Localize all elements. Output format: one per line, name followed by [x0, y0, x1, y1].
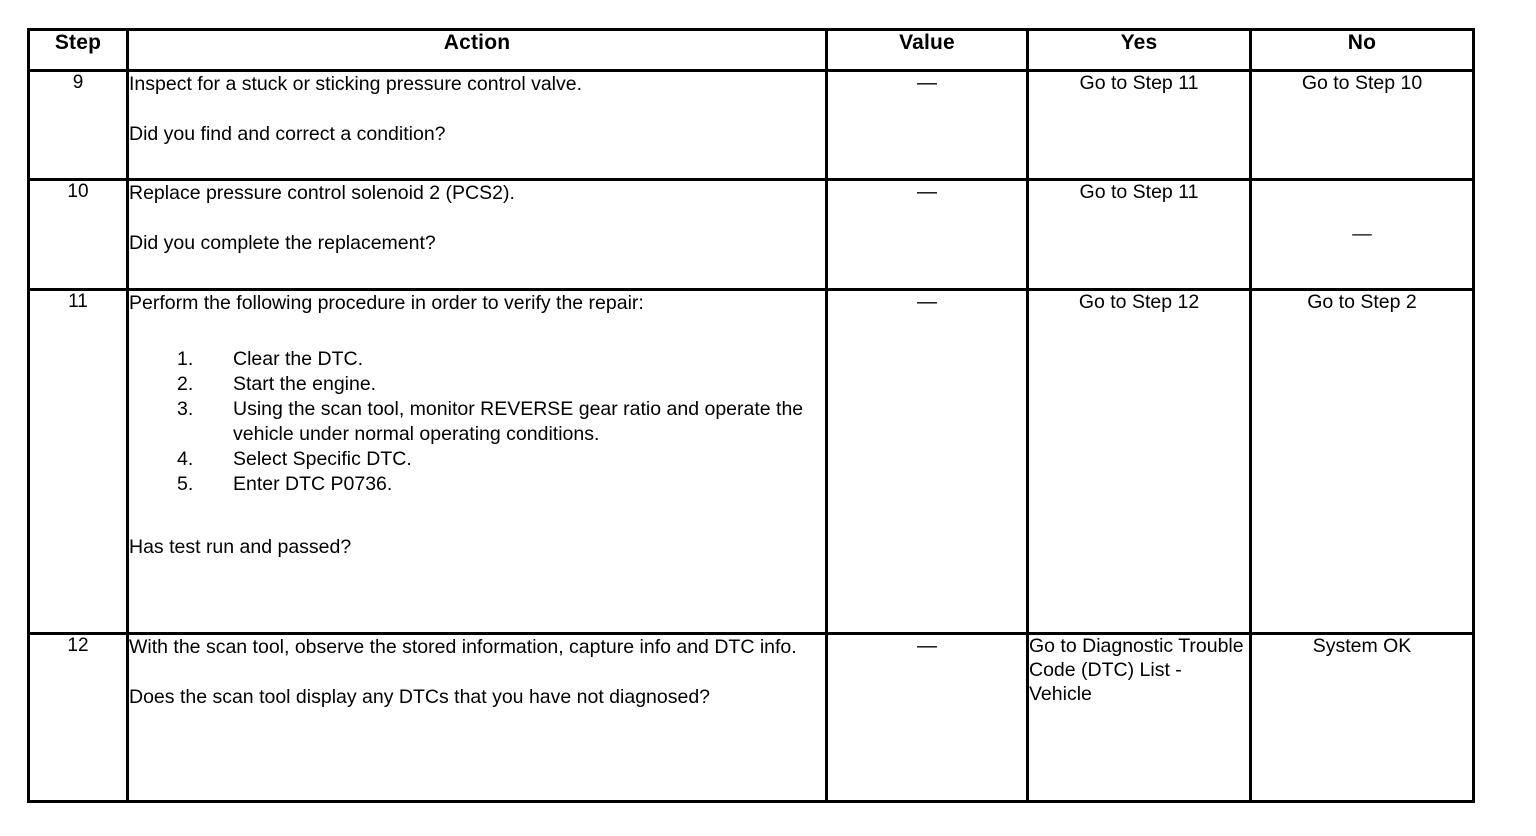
step-no-action: Go to Step 10: [1249, 69, 1475, 181]
action-question-text: Did you complete the replacement?: [129, 232, 436, 255]
action-lead-text: Inspect for a stuck or sticking pressure…: [129, 73, 583, 95]
value-dash: —: [917, 181, 937, 203]
spacer: [129, 659, 825, 685]
diagnostic-steps-table: Step Action Value Yes No 9 Inspect for a…: [27, 28, 1475, 803]
value-dash: —: [917, 291, 937, 313]
list-item-text: Start the engine.: [233, 373, 377, 396]
table-row: 10 Replace pressure control solenoid 2 (…: [27, 178, 1475, 291]
list-item-text: Clear the DTC.: [233, 348, 364, 371]
list-item: 5. Enter DTC P0736.: [129, 472, 825, 497]
list-item: 4. Select Specific DTC.: [129, 447, 825, 472]
list-item-number: 2.: [177, 373, 194, 396]
value-dash: —: [917, 635, 937, 657]
spacer: [129, 205, 825, 231]
step-value: —: [825, 632, 1029, 803]
step-action: Replace pressure control solenoid 2 (PCS…: [126, 178, 828, 291]
step-action: Perform the following procedure in order…: [126, 288, 828, 635]
step-yes-action: Go to Diagnostic Trouble Code (DTC) List…: [1026, 632, 1252, 803]
step-yes-action: Go to Step 12: [1026, 288, 1252, 635]
table-row: 9 Inspect for a stuck or sticking pressu…: [27, 69, 1475, 181]
list-item: 3. Using the scan tool, monitor REVERSE …: [129, 397, 825, 447]
column-header-step: Step: [27, 28, 129, 72]
step-number: 11: [27, 288, 129, 635]
step-no-action: Go to Step 2: [1249, 288, 1475, 635]
table-header-row: Step Action Value Yes No: [27, 28, 1475, 72]
action-lead-text: Replace pressure control solenoid 2 (PCS…: [129, 182, 515, 204]
action-lead-text: With the scan tool, observe the stored i…: [129, 636, 797, 658]
list-item-number: 5.: [177, 473, 194, 496]
list-item-text: Using the scan tool, monitor REVERSE gea…: [233, 398, 804, 446]
step-yes-action: Go to Step 11: [1026, 178, 1252, 291]
spacer: [129, 96, 825, 122]
step-yes-action: Go to Step 11: [1026, 69, 1252, 181]
procedure-list: 1. Clear the DTC. 2. Start the engine. 3…: [129, 347, 825, 497]
step-value: —: [825, 288, 1029, 635]
step-value: —: [825, 69, 1029, 181]
step-number: 9: [27, 69, 129, 181]
list-item-number: 4.: [177, 448, 194, 471]
action-lead-text: Perform the following procedure in order…: [129, 292, 644, 314]
list-item: 2. Start the engine.: [129, 372, 825, 397]
list-item-number: 3.: [177, 398, 194, 421]
step-number: 10: [27, 178, 129, 291]
action-question-text: Has test run and passed?: [129, 536, 352, 559]
spacer: [129, 497, 825, 535]
step-no-action: —: [1249, 178, 1475, 291]
action-question-text: Does the scan tool display any DTCs that…: [129, 686, 711, 709]
table-row: 12 With the scan tool, observe the store…: [27, 632, 1475, 803]
step-action: Inspect for a stuck or sticking pressure…: [126, 69, 828, 181]
list-item-text: Select Specific DTC.: [233, 448, 412, 471]
step-no-action: System OK: [1249, 632, 1475, 803]
column-header-yes: Yes: [1026, 28, 1252, 72]
value-dash: —: [917, 72, 937, 94]
table-row: 11 Perform the following procedure in or…: [27, 288, 1475, 635]
step-number: 12: [27, 632, 129, 803]
column-header-no: No: [1249, 28, 1475, 72]
list-item-number: 1.: [177, 348, 194, 371]
action-question-text: Did you find and correct a condition?: [129, 123, 446, 146]
spacer: [129, 315, 825, 347]
step-action: With the scan tool, observe the stored i…: [126, 632, 828, 803]
column-header-value: Value: [825, 28, 1029, 72]
column-header-action: Action: [126, 28, 828, 72]
list-item-text: Enter DTC P0736.: [233, 473, 393, 496]
list-item: 1. Clear the DTC.: [129, 347, 825, 372]
step-value: —: [825, 178, 1029, 291]
